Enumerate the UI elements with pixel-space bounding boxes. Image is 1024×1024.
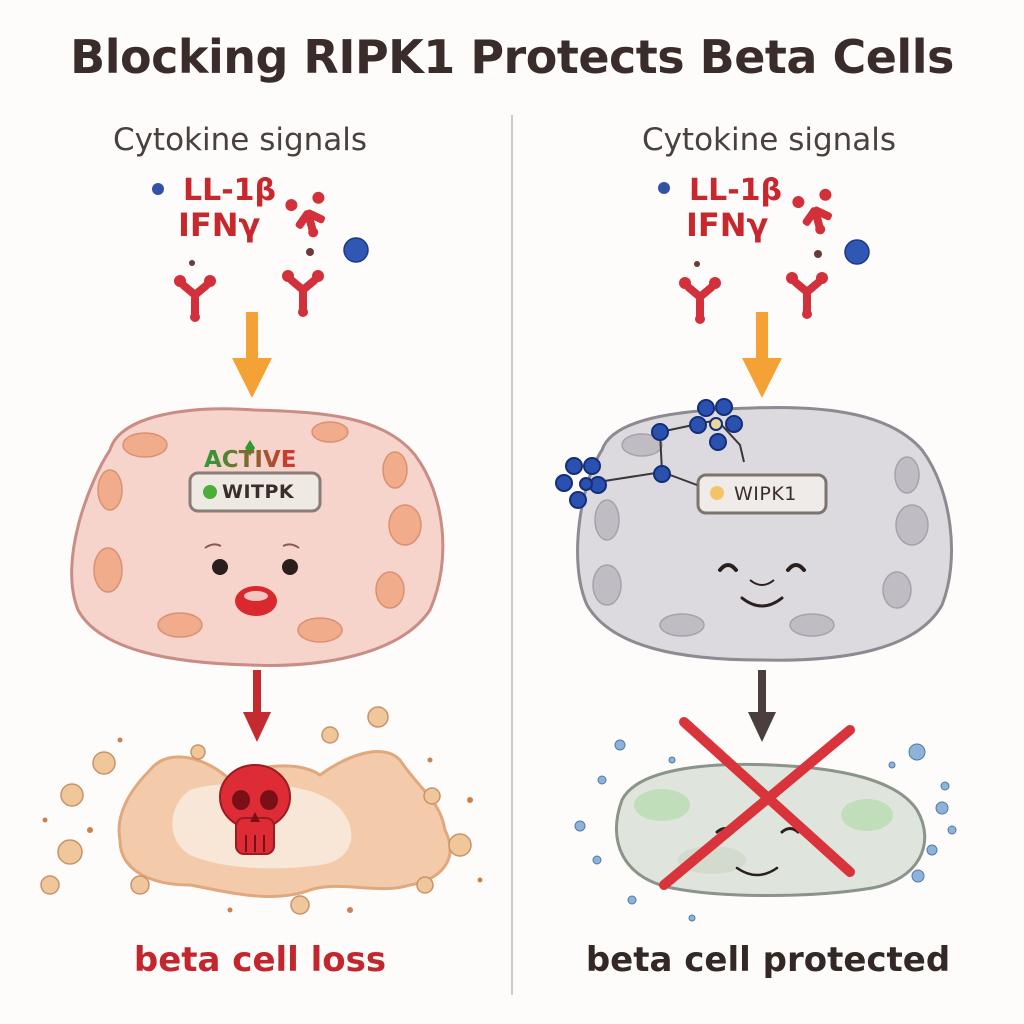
healthy-beta-cell xyxy=(574,739,957,922)
kinase-chip-label: WIPK1 xyxy=(734,483,797,505)
cytokine-y-icon xyxy=(792,188,833,235)
cytokine-signals-heading: Cytokine signals xyxy=(641,122,897,158)
blocked-cross-icon xyxy=(659,717,855,890)
cytokine-y-icon xyxy=(285,191,326,238)
right-panel-illustration xyxy=(555,182,957,922)
blue-molecule xyxy=(343,237,369,263)
panel-blocked-ripk1: Cytokine signals xyxy=(512,0,1024,1024)
active-state-label: ACTIVE xyxy=(204,447,297,473)
arrow-down-icon xyxy=(742,312,782,398)
left-panel-illustration xyxy=(40,183,483,915)
outcome-label: beta cell loss xyxy=(133,940,387,980)
stressed-beta-cell xyxy=(70,407,445,667)
cytokine-y-icon xyxy=(679,272,828,324)
panel-divider xyxy=(511,115,513,995)
panel-active-ripk1: Cytokine signals xyxy=(40,122,483,980)
page-title: Blocking RIPK1 Protects Beta Cells xyxy=(70,30,954,84)
kinase-chip-label: WITPK xyxy=(222,481,295,503)
ruptured-cell-splash xyxy=(40,706,483,915)
arrow-down-icon xyxy=(232,312,272,398)
cytokine-ifng-label: IFNγ xyxy=(178,206,261,244)
dot xyxy=(814,250,822,258)
cytokine-il1b-label: LL-1β xyxy=(689,173,783,208)
cytokine-y-icon xyxy=(174,270,324,322)
cytokine-il1b-label: LL-1β xyxy=(183,173,277,208)
blue-dot xyxy=(152,183,164,195)
skull-icon xyxy=(219,764,291,855)
arrow-down-icon xyxy=(243,670,271,742)
arrow-down-icon xyxy=(748,670,776,742)
blue-molecule xyxy=(844,239,870,265)
cytokine-signals-heading: Cytokine signals xyxy=(112,122,368,158)
dot xyxy=(306,248,314,256)
dot xyxy=(189,260,195,266)
protected-beta-cell xyxy=(555,398,953,662)
cytokine-ifng-label: IFNγ xyxy=(686,206,769,244)
outcome-label: beta cell protected xyxy=(585,940,951,980)
dot xyxy=(694,261,700,267)
blue-dot xyxy=(658,182,670,194)
